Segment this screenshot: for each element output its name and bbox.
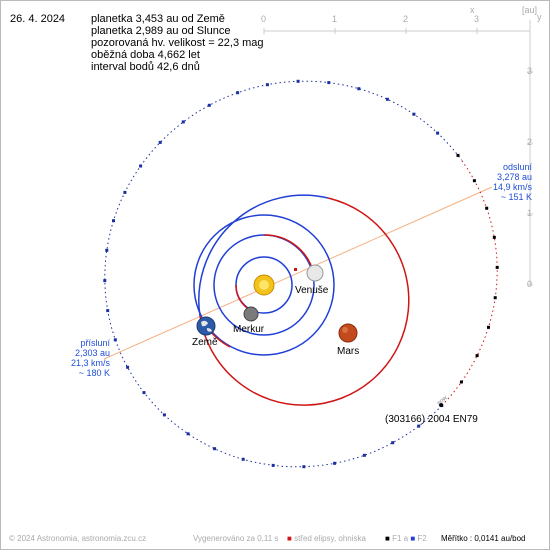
venus-label: Venuše bbox=[295, 285, 329, 296]
asteroid-orbit-point bbox=[357, 87, 361, 91]
info-magnitude: pozorovaná hv. velikost = 22,3 mag bbox=[91, 37, 264, 49]
ellipse-center-marker bbox=[294, 268, 297, 271]
mars-icon bbox=[338, 323, 358, 343]
center-legend-marker: ■ bbox=[287, 534, 292, 543]
aphelion-note: odsluní 3,278 au 14,9 km/s ~ 151 K bbox=[470, 162, 532, 202]
perihelion-speed: 21,3 km/s bbox=[70, 358, 110, 368]
info-period: oběžná doba 4,662 let bbox=[91, 49, 200, 61]
y-axis-ticks bbox=[527, 71, 533, 286]
info-block: planetka 3,453 au od Země planetka 2,989… bbox=[91, 13, 264, 73]
x-tick: 2 bbox=[403, 14, 409, 24]
mars-highlight bbox=[342, 327, 348, 333]
footer-legend-center: ■ střed elipsy, ohniska bbox=[287, 534, 366, 543]
asteroid-orbit-past bbox=[104, 80, 462, 468]
footer-scale: Měřítko : 0,0141 au/bod bbox=[441, 534, 526, 543]
x-axis-ticks bbox=[263, 28, 478, 34]
mars-label: Mars bbox=[337, 346, 360, 357]
mars-orbit-future bbox=[199, 197, 410, 406]
perihelion-temp: ~ 180 K bbox=[78, 368, 110, 378]
y-tick: 0 bbox=[527, 279, 533, 289]
footer-generated: Vygenerováno za 0,11 s bbox=[193, 534, 279, 543]
asteroid-orbit-point bbox=[186, 432, 190, 436]
x-tick: 3 bbox=[474, 14, 480, 24]
asteroid-orbit-point bbox=[391, 441, 395, 445]
asteroid-orbit-point bbox=[213, 447, 217, 451]
asteroid-orbit-point bbox=[459, 380, 463, 384]
asteroid-orbit-point bbox=[158, 140, 162, 144]
earth-label: Země bbox=[192, 337, 218, 348]
x-axis-label: x bbox=[470, 5, 475, 15]
venus-icon bbox=[306, 264, 324, 282]
asteroid-orbit-point bbox=[126, 365, 130, 369]
info-interval: interval bodů 42,6 dnů bbox=[91, 61, 200, 73]
asteroid-orbit-point bbox=[112, 219, 115, 223]
info-earth-distance: planetka 3,453 au od Země bbox=[91, 13, 225, 25]
asteroid-orbit-point bbox=[492, 235, 496, 239]
asteroid-orbit-point bbox=[113, 338, 117, 342]
asteroid-orbit-point bbox=[123, 190, 127, 194]
info-sun-distance: planetka 2,989 au od Slunce bbox=[91, 25, 231, 37]
asteroid-orbit-point bbox=[103, 279, 107, 283]
asteroid-orbit-point bbox=[106, 309, 110, 313]
asteroid-orbit-point bbox=[265, 83, 269, 87]
asteroid-orbit-point bbox=[456, 153, 460, 157]
mercury-icon bbox=[243, 306, 259, 322]
asteroid-orbit-point bbox=[472, 179, 476, 183]
f2-legend-marker: ■ bbox=[410, 534, 416, 543]
asteroid-orbit-point bbox=[495, 265, 499, 269]
asteroid-orbit-point bbox=[162, 413, 166, 417]
asteroid-orbit-point bbox=[302, 465, 306, 469]
y-tick: 1 bbox=[527, 208, 533, 218]
asteroid-orbit-point bbox=[105, 248, 109, 252]
asteroid-orbit-point bbox=[412, 112, 416, 116]
asteroid-orbit-point bbox=[236, 91, 240, 95]
asteroid-orbit-point bbox=[296, 79, 300, 83]
y-tick: 3 bbox=[527, 66, 533, 76]
asteroid-orbit-point bbox=[385, 97, 389, 101]
asteroid-orbit-point bbox=[241, 457, 245, 461]
asteroid-marker bbox=[439, 403, 443, 407]
asteroid-orbit-point bbox=[436, 131, 440, 135]
perihelion-title: přísluní bbox=[80, 338, 110, 348]
sun-core bbox=[259, 280, 269, 290]
asteroid-orbit-point bbox=[142, 391, 146, 395]
perihelion-note: přísluní 2,303 au 21,3 km/s ~ 180 K bbox=[56, 338, 110, 378]
asteroid-orbit-points bbox=[103, 79, 499, 469]
asteroid-orbit-point bbox=[271, 463, 275, 467]
aphelion-distance: 3,278 au bbox=[496, 172, 532, 182]
f1-legend-marker: ■ bbox=[385, 534, 390, 543]
perihelion-distance: 2,303 au bbox=[74, 348, 110, 358]
earth-clouds bbox=[201, 320, 212, 332]
asteroid-orbit-point bbox=[487, 325, 490, 329]
earth-orbit bbox=[193, 214, 335, 356]
asteroid-orbit-point bbox=[417, 424, 421, 428]
asteroid-orbit-point bbox=[485, 206, 489, 210]
y-tick: 2 bbox=[527, 137, 533, 147]
asteroid-orbit-point bbox=[333, 461, 337, 465]
asteroid-orbit-future bbox=[441, 159, 498, 406]
asteroid-orbit-point bbox=[207, 103, 211, 107]
asteroid-orbit-point bbox=[475, 354, 479, 358]
y-axis-label: y bbox=[537, 12, 542, 22]
asteroid-orbit-point bbox=[327, 81, 331, 85]
x-tick: 0 bbox=[261, 14, 267, 24]
aphelion-temp: ~ 151 K bbox=[500, 192, 532, 202]
aphelion-speed: 14,9 km/s bbox=[492, 182, 532, 192]
date-label: 26. 4. 2024 bbox=[10, 13, 66, 25]
asteroid-orbit-point bbox=[493, 296, 497, 300]
mercury-label: Merkur bbox=[233, 324, 265, 335]
x-tick: 1 bbox=[332, 14, 338, 24]
axis-unit: [au] bbox=[522, 5, 538, 15]
footer-legend-foci: ■ F1 a ■ F2 bbox=[385, 534, 427, 543]
aphelion-title: odsluní bbox=[502, 162, 532, 172]
asteroid-label: (303166) 2004 EN79 bbox=[385, 414, 478, 425]
mars-orbit-past bbox=[198, 194, 329, 317]
asteroid-orbit-point bbox=[362, 453, 366, 457]
asteroid-orbit-point bbox=[181, 120, 185, 124]
apsis-line bbox=[103, 186, 493, 360]
asteroid-orbit-point bbox=[139, 164, 143, 168]
footer-copyright: © 2024 Astronomia, astronomia.zcu.cz bbox=[9, 534, 147, 543]
earth-icon bbox=[196, 316, 216, 336]
